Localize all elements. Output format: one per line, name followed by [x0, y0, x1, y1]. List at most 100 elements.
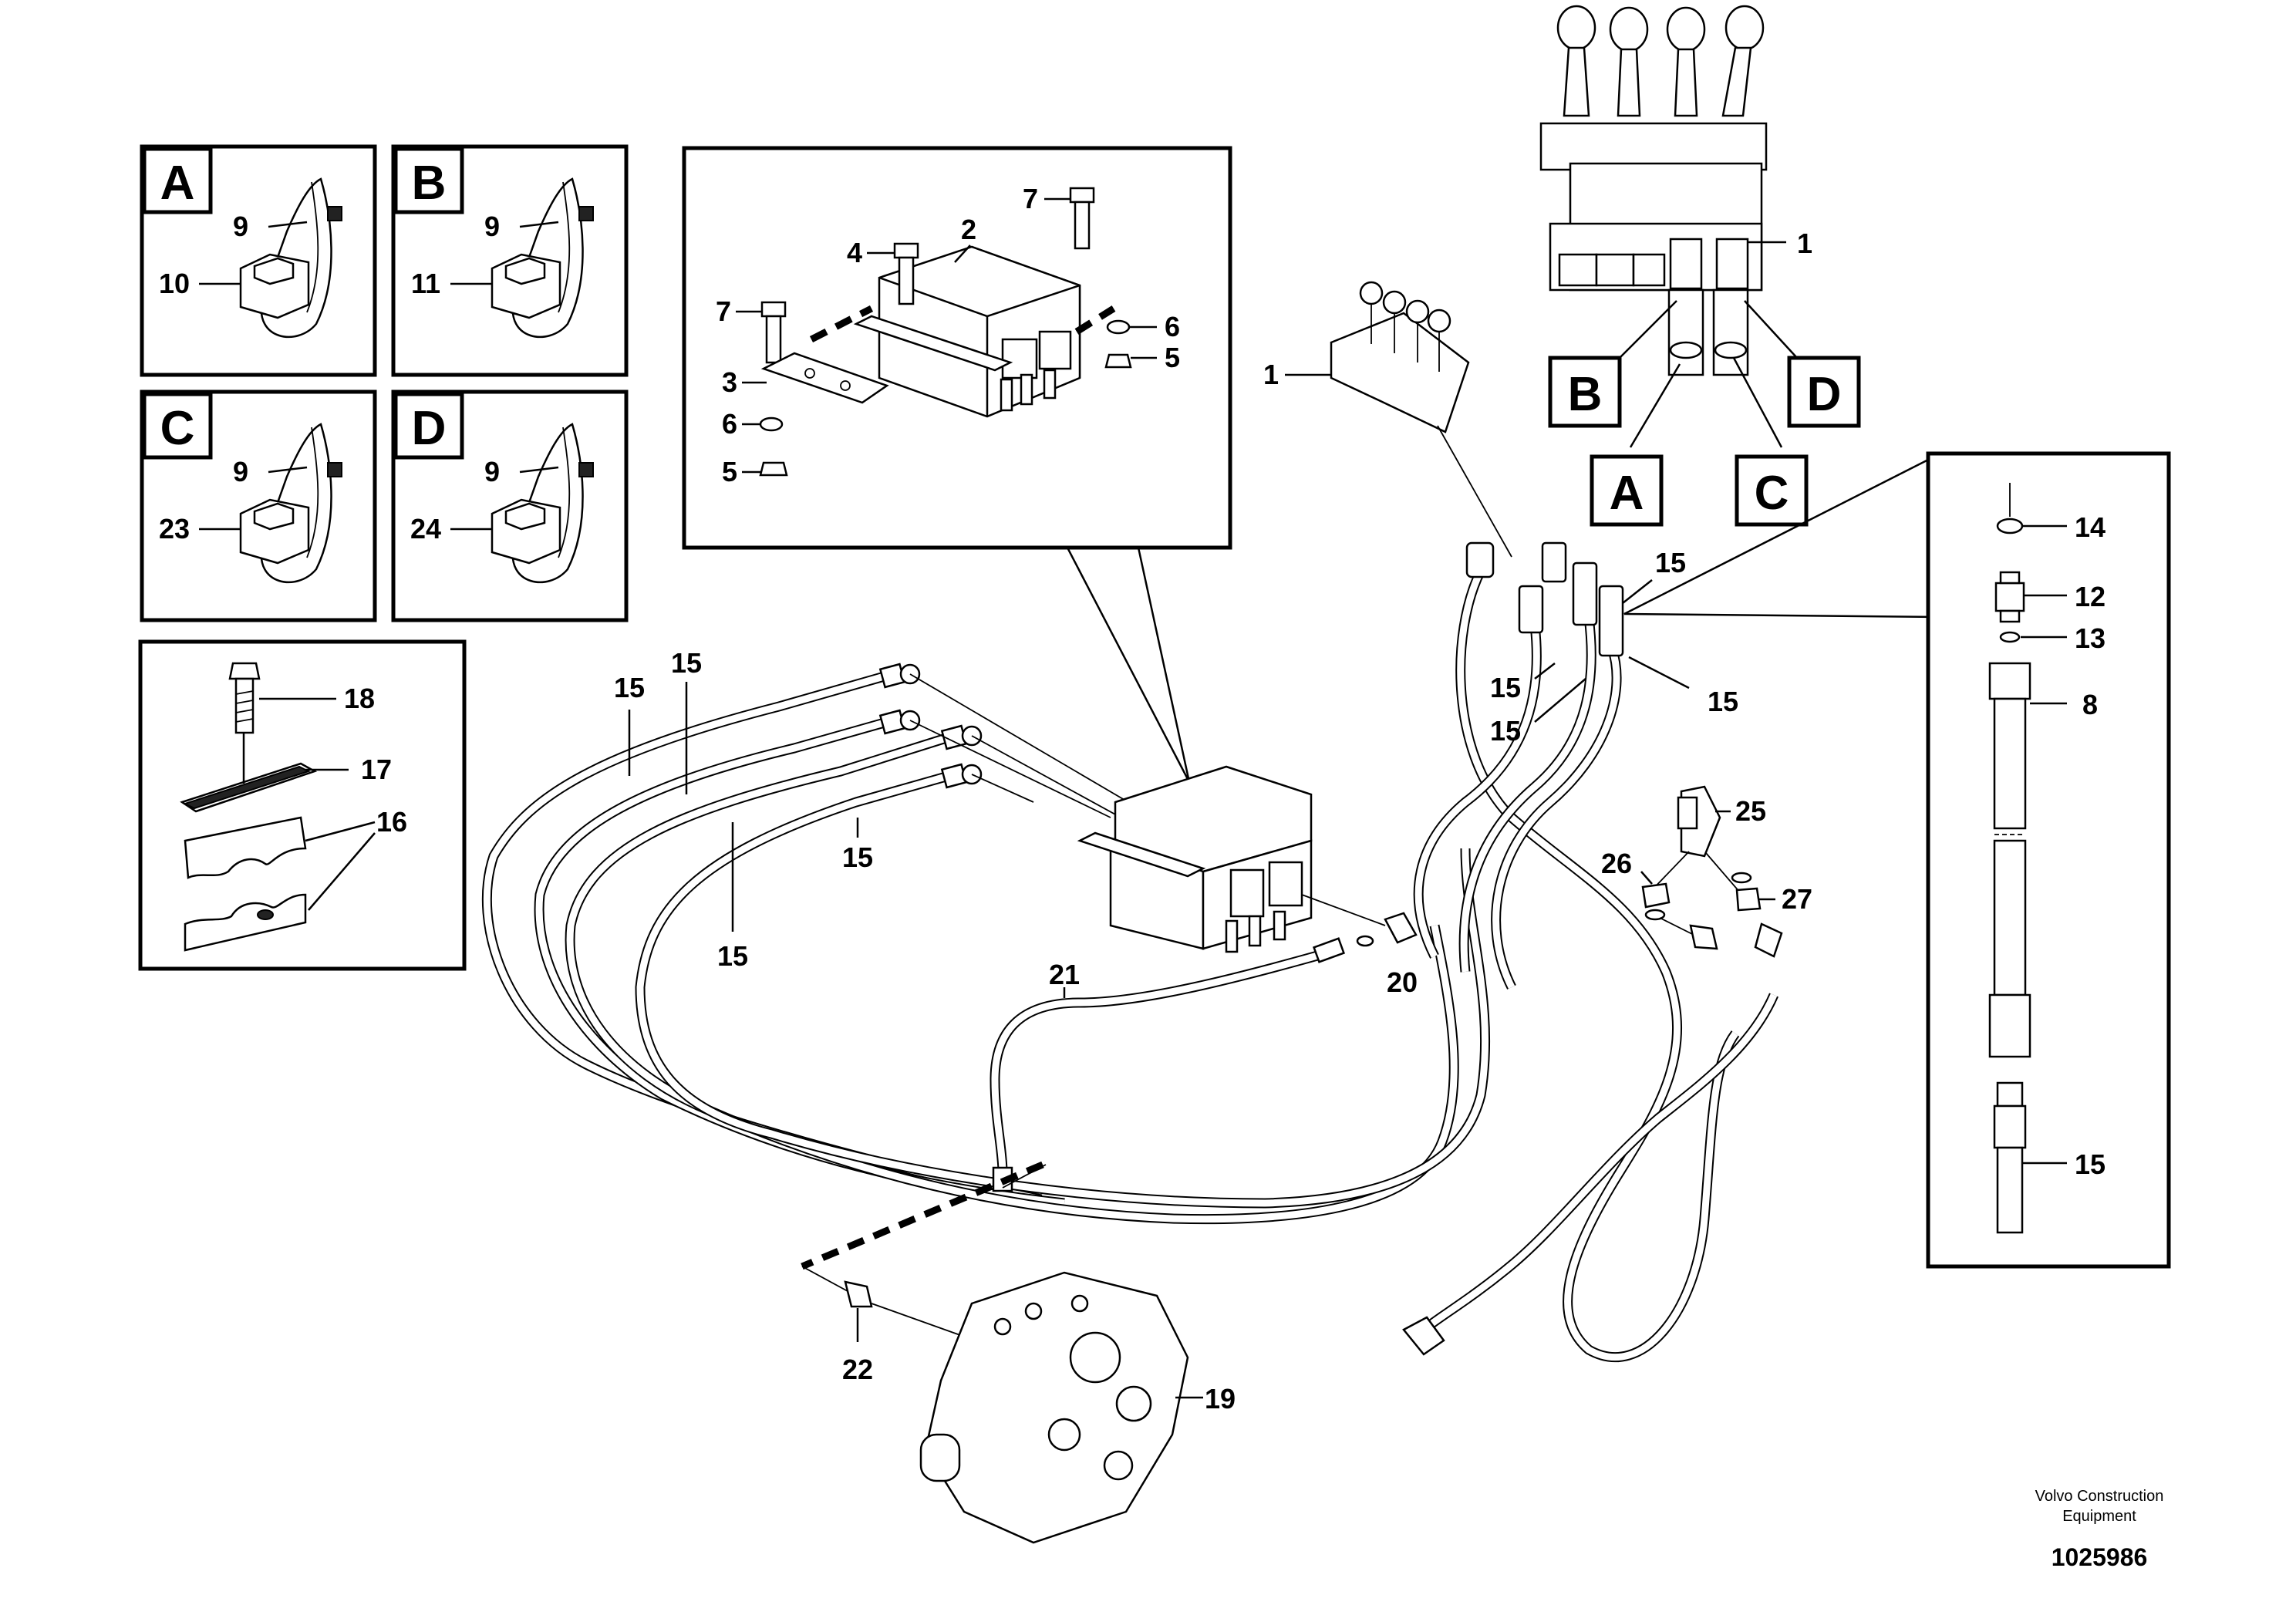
label-9: 9 — [484, 211, 500, 242]
label-9: 9 — [233, 211, 248, 242]
document-number: 1025986 — [2052, 1543, 2148, 1571]
label-1: 1 — [1263, 359, 1279, 390]
hose-fitting-icon — [940, 724, 983, 750]
label-14: 14 — [2075, 511, 2106, 543]
nut-icon — [759, 461, 788, 477]
lever-knob-icon — [1666, 6, 1706, 117]
hose-fitting-icon — [1402, 1316, 1445, 1356]
label-15: 15 — [1490, 672, 1521, 703]
washer-icon — [759, 416, 784, 432]
detail-box-b-letter: B — [412, 157, 447, 210]
label-15: 15 — [614, 672, 645, 703]
label-24: 24 — [410, 513, 441, 545]
clamp-detail-box: 18 17 16 — [138, 639, 467, 971]
svg-text:B: B — [1568, 368, 1603, 421]
fitting-25: 25 — [1650, 785, 1766, 899]
label-15: 15 — [1655, 547, 1686, 578]
hose-fitting-icon — [1518, 585, 1544, 634]
label-1: 1 — [1797, 228, 1812, 259]
hose-21: 21 — [990, 937, 1345, 1192]
label-18: 18 — [344, 683, 375, 714]
valve-detail-box: 2 7 4 7 3 6 5 — [682, 146, 1232, 550]
publisher-credit: Volvo Construction Equipment 1025986 — [2035, 1488, 2164, 1571]
block-icon — [491, 253, 561, 319]
adapter-icon — [1994, 571, 2025, 623]
bracket-plate-icon — [760, 352, 889, 404]
bolt-icon — [893, 242, 919, 305]
bolt-icon — [760, 301, 787, 364]
hose-fitting-icon — [1541, 541, 1567, 583]
plate-icon — [180, 762, 318, 813]
label-15: 15 — [671, 647, 702, 679]
label-8: 8 — [2082, 689, 2098, 720]
port-label-d: D — [1787, 356, 1861, 428]
label-16: 16 — [376, 806, 407, 838]
bolt-icon — [1069, 187, 1095, 250]
label-22: 22 — [842, 1354, 873, 1385]
label-5: 5 — [722, 456, 737, 487]
label-25: 25 — [1735, 795, 1766, 827]
lever-knob-icon — [1556, 5, 1596, 117]
label-6: 6 — [722, 408, 737, 440]
block-icon — [491, 498, 561, 565]
label-6: 6 — [1165, 311, 1180, 342]
bolt-icon — [228, 662, 261, 734]
fitting-26: 26 — [1601, 848, 1718, 950]
hose-labels: 15 15 15 15 15 15 15 15 — [614, 547, 1738, 972]
detail-box-c-letter: C — [160, 402, 195, 455]
label-3: 3 — [722, 366, 737, 398]
small-lever-assembly: 1 — [1263, 281, 1512, 558]
label-12: 12 — [2075, 581, 2106, 612]
hose-end-icon — [1993, 1081, 2027, 1234]
block-icon — [239, 498, 310, 565]
label-19: 19 — [1205, 1383, 1236, 1415]
svg-text:A: A — [1610, 467, 1644, 520]
detail-box-d: D 9 24 — [391, 389, 629, 622]
port-label-b: B — [1548, 356, 1622, 428]
label-27: 27 — [1782, 883, 1812, 915]
hose-bundle-right — [1402, 541, 1778, 1363]
credit-line-1: Volvo Construction — [2035, 1488, 2164, 1505]
label-15: 15 — [717, 940, 748, 972]
port-label-c: C — [1735, 454, 1809, 527]
label-4: 4 — [847, 237, 862, 268]
hose-fitting-icon — [1572, 561, 1598, 626]
svg-text:D: D — [1807, 368, 1842, 421]
lever-knob-icon — [1609, 6, 1649, 117]
detail-box-d-letter: D — [412, 402, 447, 455]
svg-text:C: C — [1755, 467, 1789, 520]
label-23: 23 — [159, 513, 190, 545]
lever-knob-icon — [1721, 5, 1765, 117]
label-2: 2 — [961, 214, 976, 245]
solenoid-valve-icon — [853, 245, 1081, 418]
label-9: 9 — [233, 456, 248, 487]
label-15: 15 — [2075, 1148, 2106, 1180]
label-10: 10 — [159, 268, 190, 299]
detail-box-b: B 9 11 — [391, 144, 629, 377]
fitting-27: 27 — [1731, 872, 1812, 958]
o-ring-icon — [1999, 631, 2021, 643]
label-15: 15 — [1708, 686, 1738, 717]
solenoid-valve-assembly — [1077, 765, 1313, 953]
label-15: 15 — [842, 841, 873, 873]
clamp-half-bottom-icon — [184, 893, 307, 952]
label-11: 11 — [411, 268, 440, 299]
label-15: 15 — [1490, 715, 1521, 747]
hose-fitting-icon — [878, 709, 921, 735]
label-7: 7 — [716, 295, 731, 327]
hose-fitting-icon — [1465, 541, 1495, 578]
label-17: 17 — [361, 754, 392, 785]
hose-detail-box: 14 12 13 8 15 — [1623, 451, 2171, 1269]
block-icon — [239, 253, 310, 319]
label-13: 13 — [2075, 622, 2106, 654]
label-7: 7 — [1023, 183, 1038, 214]
main-control-valve: 19 — [919, 1271, 1236, 1544]
hose-fitting-icon — [1598, 585, 1624, 657]
label-26: 26 — [1601, 848, 1632, 879]
clamp-half-top-icon — [184, 816, 307, 879]
credit-line-2: Equipment — [2062, 1508, 2136, 1525]
port-label-a: A — [1590, 454, 1664, 527]
nut-icon — [1104, 353, 1132, 369]
label-21: 21 — [1049, 959, 1080, 990]
